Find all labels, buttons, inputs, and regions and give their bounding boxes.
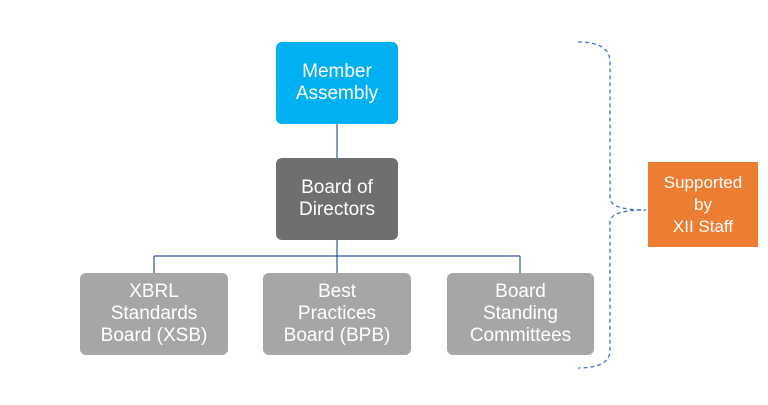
- dashed-brace: [577, 41, 647, 369]
- supported-by-staff-box: Supported by XII Staff: [648, 162, 758, 247]
- board-standing-committees-box: Board Standing Committees: [447, 273, 594, 355]
- member-assembly-box: Member Assembly: [276, 42, 398, 124]
- board-of-directors-box: Board of Directors: [276, 158, 398, 240]
- xbrl-standards-board-box: XBRL Standards Board (XSB): [80, 273, 228, 355]
- best-practices-board-box: Best Practices Board (BPB): [263, 273, 411, 355]
